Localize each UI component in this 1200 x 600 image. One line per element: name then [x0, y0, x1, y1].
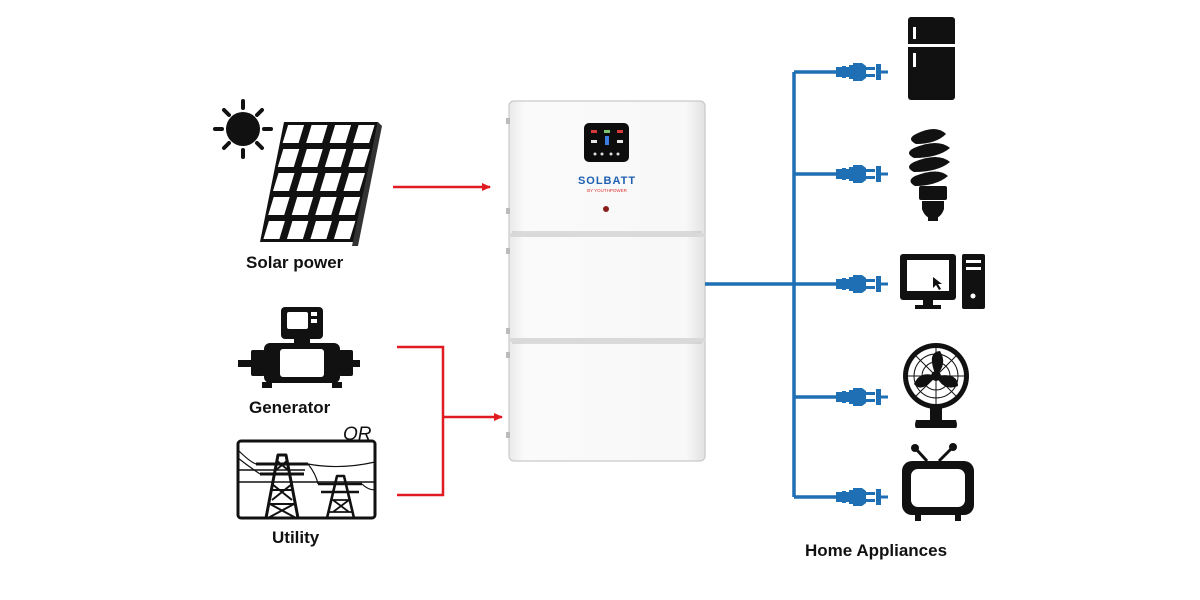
solar-cell	[315, 197, 337, 215]
solar-cell	[329, 125, 352, 143]
output-connectors	[705, 70, 838, 499]
solar-cell	[291, 197, 314, 215]
solar-cell	[320, 173, 342, 191]
solar-cell	[343, 173, 365, 191]
plug-connectors	[836, 63, 888, 506]
plug-icon	[836, 63, 888, 81]
solar-cell	[324, 149, 347, 167]
brand-logo: SOLBATT	[578, 175, 636, 187]
generator-line	[397, 345, 445, 497]
input-connectors	[393, 183, 503, 497]
solar-cell	[263, 221, 285, 239]
solar-cell	[273, 173, 295, 191]
plug-icon	[836, 165, 888, 183]
solar-panel-icon	[260, 122, 382, 246]
desk-fan-icon	[903, 343, 969, 428]
solar-cell	[348, 149, 370, 167]
solar-cell	[301, 149, 323, 167]
sub-brand-logo: BY YOUTHPOWER	[587, 188, 628, 193]
utility-label: Utility	[272, 528, 320, 547]
desktop-computer-icon	[900, 254, 985, 309]
generator-label: Generator	[249, 398, 331, 417]
inverter-display	[584, 123, 629, 162]
or-label: OR	[343, 424, 372, 445]
power-tower-icon	[236, 439, 377, 520]
refrigerator-icon	[908, 17, 955, 100]
solar-cell	[277, 149, 300, 167]
battery-inverter-cabinet-icon: SOLBATT BY YOUTHPOWER	[506, 100, 706, 462]
sun-icon	[213, 99, 273, 159]
solar-cell	[333, 221, 356, 239]
plug-icon	[836, 388, 888, 406]
solar-cell	[286, 221, 309, 239]
home-appliances-label: Home Appliances	[805, 541, 948, 560]
tv-icon	[902, 443, 974, 521]
solar-cell	[338, 197, 361, 215]
solar-cell	[353, 125, 375, 143]
status-led	[603, 206, 609, 212]
plug-icon	[836, 275, 888, 293]
plug-icon	[836, 488, 888, 506]
solar-cell	[296, 173, 318, 191]
solar-cell	[310, 221, 332, 239]
solar-power-label: Solar power	[246, 253, 344, 272]
solar-cell	[268, 197, 290, 215]
cfl-bulb-icon	[909, 129, 950, 221]
solar-cell	[306, 125, 328, 143]
generator-icon	[238, 307, 360, 388]
solar-cell	[282, 125, 305, 143]
